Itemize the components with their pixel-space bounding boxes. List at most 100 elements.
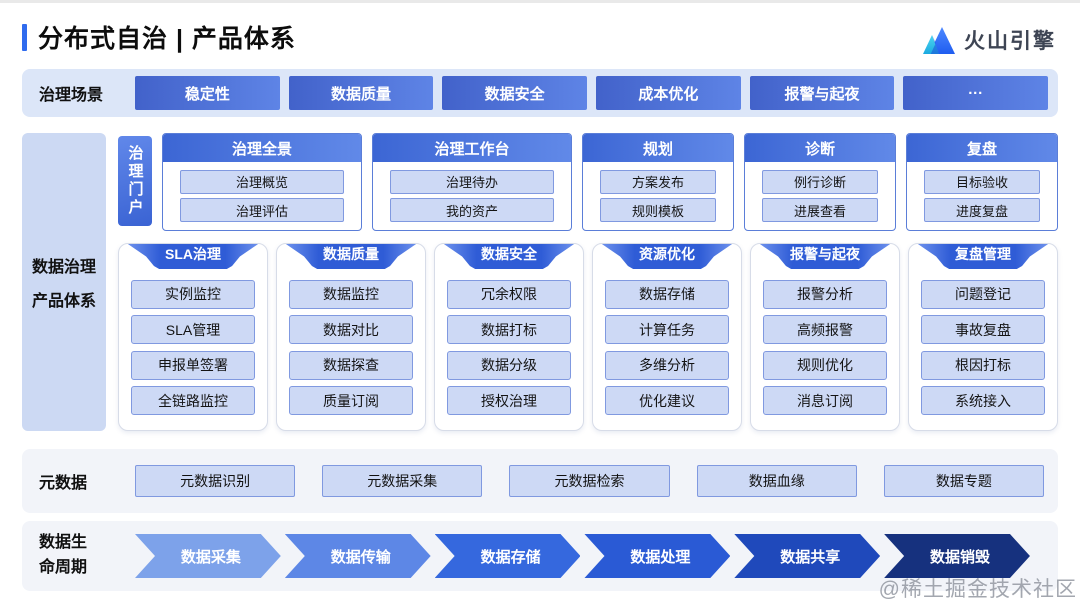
title-accent-bar — [22, 23, 27, 51]
metadata-button[interactable]: 元数据识别 — [135, 465, 296, 497]
product-card-body: 报警分析高频报警规则优化消息订阅 — [751, 269, 899, 424]
product-card-ribbon-title: 数据安全 — [443, 244, 575, 269]
product-card: 数据安全冗余权限数据打标数据分级授权治理 — [434, 243, 584, 431]
product-item-button[interactable]: 报警分析 — [763, 279, 887, 309]
portal-item-button[interactable]: 治理待办 — [390, 169, 554, 194]
product-item-button[interactable]: 全链路监控 — [131, 386, 255, 416]
product-card: 复盘管理问题登记事故复盘根因打标系统接入 — [908, 243, 1058, 431]
product-card-body: 实例监控 SLA管理申报单签署全链路监控 — [119, 269, 267, 424]
portal-row: 治理门户 治理全景治理概览治理评估治理工作台治理待办我的资产规划方案发布规则模板… — [118, 133, 1058, 231]
product-item-button[interactable]: SLA管理 — [131, 315, 255, 345]
portal-item-button[interactable]: 我的资产 — [390, 198, 554, 223]
governance-section-label: 数据治理 产品体系 — [22, 133, 106, 431]
portal-card-body: 例行诊断进展查看 — [745, 162, 895, 230]
product-item-button[interactable]: 计算任务 — [605, 315, 729, 345]
portal-item-button[interactable]: 进度复盘 — [924, 198, 1040, 223]
portal-card: 治理全景治理概览治理评估 — [162, 133, 362, 231]
product-item-button[interactable]: 实例监控 — [131, 279, 255, 309]
portal-card-title: 治理全景 — [163, 134, 361, 162]
scenario-button[interactable]: 数据质量 — [288, 76, 434, 110]
product-card-ribbon-title: 资源优化 — [601, 244, 733, 269]
scenario-button[interactable]: 稳定性 — [135, 76, 280, 110]
portal-card: 复盘目标验收进度复盘 — [906, 133, 1058, 231]
product-item-button[interactable]: 系统接入 — [921, 386, 1045, 416]
product-item-button[interactable]: 优化建议 — [605, 386, 729, 416]
portal-item-button[interactable]: 治理评估 — [180, 198, 344, 223]
product-card-ribbon-title: SLA治理 — [127, 244, 259, 269]
portal-item-button[interactable]: 治理概览 — [180, 169, 344, 194]
lifecycle-label-line1: 数据生 — [39, 534, 88, 552]
portal-item-button[interactable]: 规则模板 — [600, 198, 716, 223]
portal-cards: 治理全景治理概览治理评估治理工作台治理待办我的资产规划方案发布规则模板诊断例行诊… — [162, 133, 1058, 231]
product-card-ribbon-title: 报警与起夜 — [759, 244, 891, 269]
product-item-button[interactable]: 高频报警 — [763, 315, 887, 345]
scenario-button[interactable]: 成本优化 — [596, 76, 741, 110]
product-item-button[interactable]: 数据分级 — [447, 350, 571, 380]
metadata-button[interactable]: 数据专题 — [883, 465, 1045, 497]
product-item-button[interactable]: 数据监控 — [289, 279, 413, 309]
product-item-button[interactable]: 授权治理 — [447, 386, 571, 416]
portal-card: 规划方案发布规则模板 — [582, 133, 734, 231]
metadata-buttons: 元数据识别元数据采集元数据检索数据血缘数据专题 — [135, 465, 1045, 497]
portal-card-body: 目标验收进度复盘 — [907, 162, 1057, 230]
scenario-buttons: 稳定性数据质量数据安全成本优化报警与起夜··· — [135, 76, 1049, 110]
product-item-button[interactable]: 根因打标 — [921, 350, 1045, 380]
metadata-row-label: 元数据 — [39, 475, 88, 492]
lifecycle-stage: 数据销毁 — [884, 534, 1030, 578]
scenario-button[interactable]: 报警与起夜 — [749, 76, 895, 110]
watermark: @稀土掘金技术社区 — [878, 578, 1077, 601]
product-card: 资源优化数据存储计算任务多维分析优化建议 — [592, 243, 742, 431]
product-item-button[interactable]: 数据探查 — [289, 350, 413, 380]
product-item-button[interactable]: 问题登记 — [921, 279, 1045, 309]
product-card: 报警与起夜报警分析高频报警规则优化消息订阅 — [750, 243, 900, 431]
metadata-row: 元数据 元数据识别元数据采集元数据检索数据血缘数据专题 — [22, 449, 1058, 513]
lifecycle-row: 数据生 命周期 数据采集数据传输数据存储数据处理数据共享数据销毁 — [22, 521, 1058, 591]
product-item-button[interactable]: 数据打标 — [447, 315, 571, 345]
portal-card: 诊断例行诊断进展查看 — [744, 133, 896, 231]
governance-label-line2: 产品体系 — [31, 293, 96, 310]
product-card-body: 问题登记事故复盘根因打标系统接入 — [909, 269, 1057, 424]
page-title: 分布式自治 | 产品体系 — [38, 25, 296, 53]
portal-card-title: 治理工作台 — [373, 134, 571, 162]
product-card: 数据质量数据监控数据对比数据探查质量订阅 — [276, 243, 426, 431]
portal-card-title: 规划 — [583, 134, 733, 162]
lifecycle-stage: 数据处理 — [584, 534, 730, 578]
governance-label-line1: 数据治理 — [31, 259, 96, 276]
product-item-button[interactable]: 申报单签署 — [131, 350, 255, 380]
product-item-button[interactable]: 冗余权限 — [447, 279, 571, 309]
governance-portal-tab[interactable]: 治理门户 — [118, 136, 152, 226]
lifecycle-stage: 数据采集 — [135, 534, 281, 578]
product-item-button[interactable]: 事故复盘 — [921, 315, 1045, 345]
product-item-button[interactable]: 数据存储 — [605, 279, 729, 309]
product-item-button[interactable]: 多维分析 — [605, 350, 729, 380]
product-item-button[interactable]: 规则优化 — [763, 350, 887, 380]
metadata-button[interactable]: 元数据检索 — [509, 465, 670, 497]
scenario-button[interactable]: ··· — [903, 76, 1049, 110]
portal-item-button[interactable]: 目标验收 — [924, 169, 1040, 194]
scenario-row: 治理场景 稳定性数据质量数据安全成本优化报警与起夜··· — [22, 69, 1058, 117]
product-item-button[interactable]: 数据对比 — [289, 315, 413, 345]
mountain-logo-icon — [923, 27, 955, 54]
scenario-button[interactable]: 数据安全 — [442, 76, 588, 110]
product-item-button[interactable]: 消息订阅 — [763, 386, 887, 416]
product-card-ribbon-title: 数据质量 — [285, 244, 417, 269]
metadata-button[interactable]: 数据血缘 — [696, 465, 857, 497]
portal-card-body: 治理概览治理评估 — [163, 162, 361, 230]
portal-card-body: 方案发布规则模板 — [583, 162, 733, 230]
product-card-ribbon-title: 复盘管理 — [917, 244, 1049, 269]
portal-card-body: 治理待办我的资产 — [373, 162, 571, 230]
portal-item-button[interactable]: 进展查看 — [762, 198, 878, 223]
lifecycle-stages: 数据采集数据传输数据存储数据处理数据共享数据销毁 — [135, 534, 1030, 578]
portal-card-title: 复盘 — [907, 134, 1057, 162]
portal-card-title: 诊断 — [745, 134, 895, 162]
product-card-body: 数据存储计算任务多维分析优化建议 — [593, 269, 741, 424]
product-item-button[interactable]: 质量订阅 — [289, 386, 413, 416]
portal-item-button[interactable]: 例行诊断 — [762, 169, 878, 194]
metadata-button[interactable]: 元数据采集 — [322, 465, 483, 497]
portal-item-button[interactable]: 方案发布 — [600, 169, 716, 194]
governance-section: 数据治理 产品体系 治理门户 治理全景治理概览治理评估治理工作台治理待办我的资产… — [22, 133, 1058, 431]
product-card-body: 冗余权限数据打标数据分级授权治理 — [435, 269, 583, 424]
volcengine-logo: 火山引擎 — [921, 25, 1056, 55]
product-card: SLA治理实例监控 SLA管理申报单签署全链路监控 — [118, 243, 268, 431]
